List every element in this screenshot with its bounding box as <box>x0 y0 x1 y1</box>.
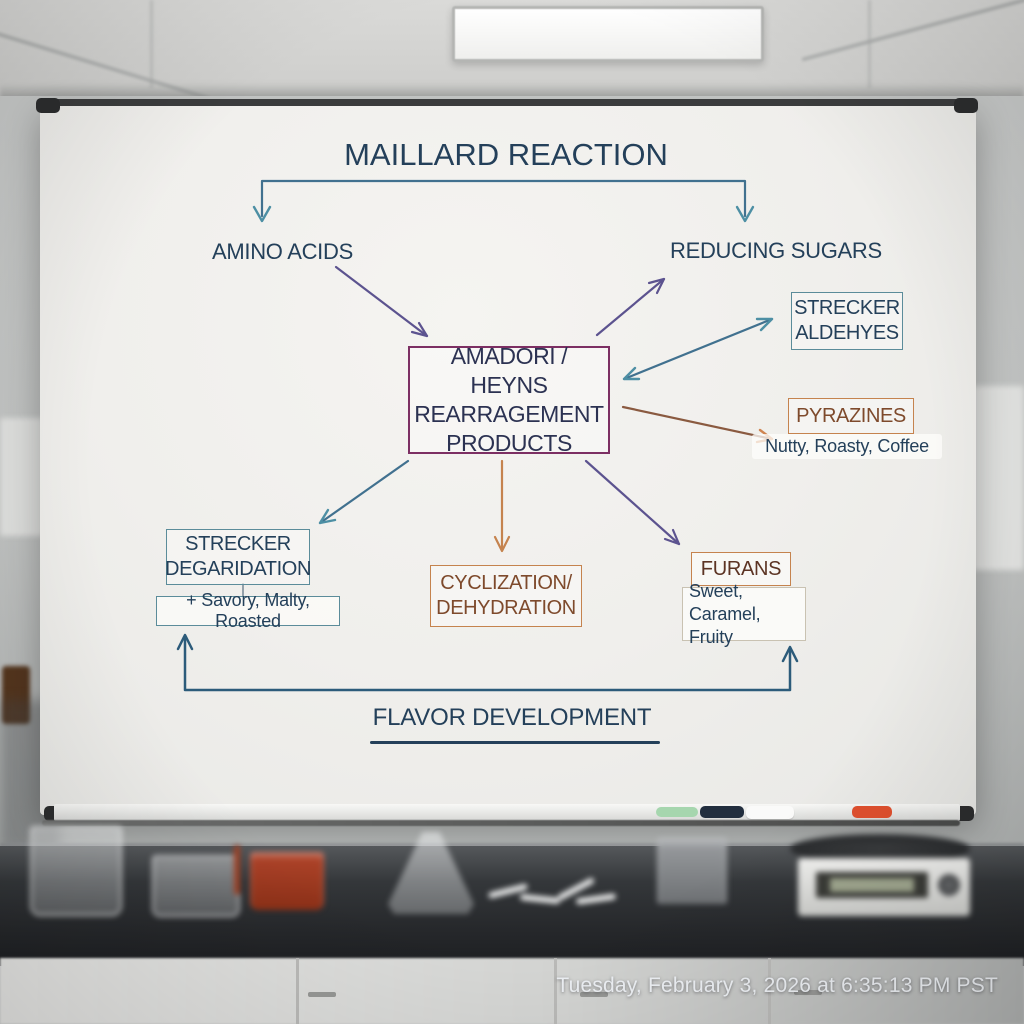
furans-flavors-line-2: Fruity <box>689 626 733 647</box>
strecker-aldehydes-line-1: STRECKER <box>794 297 900 319</box>
timestamp-overlay: Tuesday, February 3, 2026 at 6:35:13 PM … <box>556 974 998 997</box>
node-strecker-aldehydes-box: STRECKER ALDEHYES <box>791 292 903 350</box>
navy-marker <box>700 806 744 818</box>
lower-cabinets <box>0 958 1024 1024</box>
strecker-aldehydes-line-2: ALDEHYES <box>795 322 899 344</box>
pyrazines-flavor-notes: Nutty, Roasty, Coffee <box>752 434 942 459</box>
strecker-degradation-line-2: DEGARIDATION <box>165 558 311 580</box>
diagram-title: MAILLARD REACTION <box>344 137 668 172</box>
ceiling-tile-line <box>150 0 153 88</box>
tray-front-edge <box>42 820 960 826</box>
ceiling-light-panel <box>452 6 764 62</box>
node-pyrazines-box: PYRAZINES <box>788 398 914 434</box>
cabinet-seam <box>296 958 299 1024</box>
cyclization-line-2: DEHYDRATION <box>436 597 576 619</box>
ceiling-tile-line <box>801 0 1024 62</box>
whiteboard-frame <box>40 99 976 106</box>
cabinet-handle <box>794 990 822 995</box>
furans-flavor-notes-box: Sweet, Caramel, Fruity <box>682 581 806 647</box>
whiteboard-corner-cap <box>954 98 978 113</box>
background-shelf <box>0 418 44 536</box>
board-eraser <box>746 806 794 819</box>
node-furans-box: FURANS <box>691 552 791 586</box>
ceiling <box>0 0 1024 101</box>
strecker-flavor-notes-box: + Savory, Malty, Roasted <box>156 590 340 631</box>
green-marker <box>656 807 698 817</box>
bench-edge-highlight <box>0 843 1024 847</box>
node-reducing-sugars: REDUCING SUGARS <box>670 238 882 263</box>
cabinet-seam <box>554 958 557 1024</box>
lab-bench <box>0 846 1024 966</box>
cabinet-handle <box>580 992 608 997</box>
red-marker <box>852 806 892 818</box>
whiteboard-tray <box>54 804 960 821</box>
node-amadori-heyns-box: AMADORI / HEYNS REARRAGEMENT PRODUCTS <box>408 343 610 456</box>
cabinet-handle <box>308 992 336 997</box>
background-cabinet-door <box>972 386 1024 570</box>
strecker-degradation-line-1: STRECKER <box>185 533 291 555</box>
amadori-line-2: REARRAGEMENT <box>414 401 604 427</box>
node-strecker-degradation-box: STRECKER DEGARIDATION <box>165 529 311 585</box>
node-amino-acids: AMINO ACIDS <box>212 239 353 264</box>
cabinet-seam <box>768 958 771 1024</box>
node-cyclization-box: CYCLIZATION/ DEHYDRATION <box>430 565 582 627</box>
whiteboard-corner-cap <box>36 98 60 113</box>
amadori-line-1: AMADORI / HEYNS <box>450 343 568 398</box>
flavor-development-label: FLAVOR DEVELOPMENT <box>372 704 652 731</box>
furans-flavors-line-1: Sweet, Caramel, <box>689 580 761 624</box>
whiteboard <box>40 103 976 815</box>
ceiling-tile-line <box>868 0 871 88</box>
cyclization-line-1: CYCLIZATION/ <box>440 572 572 594</box>
flavor-development-underline <box>370 741 660 744</box>
amadori-line-3: PRODUCTS <box>446 430 572 456</box>
background-reagent-jar <box>2 666 30 724</box>
